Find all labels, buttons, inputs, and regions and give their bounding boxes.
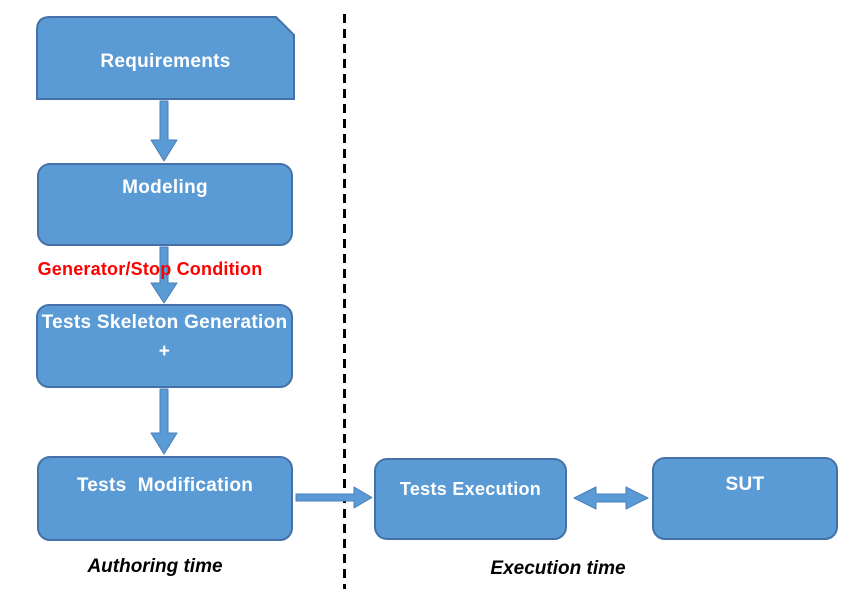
arrow-modification-to-execution — [295, 486, 373, 509]
requirements-label: Requirements — [100, 51, 231, 72]
authoring-time-label: Authoring time — [87, 556, 223, 577]
sut-label: SUT — [725, 474, 765, 495]
arrow-modeling-to-skeleton — [150, 246, 178, 304]
tests-execution-label: Tests Execution — [399, 479, 542, 499]
modeling-label: Modeling — [122, 177, 208, 198]
tests-skeleton-generation-label-line2: + — [158, 341, 171, 362]
arrow-skeleton-to-modification — [150, 388, 178, 455]
execution-time-label: Execution time — [490, 558, 626, 579]
tests-modification-label: Tests Modification — [76, 475, 254, 496]
arrow-requirements-to-modeling — [150, 100, 178, 162]
box-tests-execution: Tests Execution — [374, 458, 567, 540]
box-tests-skeleton-generation: Tests Skeleton Generation + — [36, 304, 293, 388]
snip-round-rect-shape — [36, 16, 295, 100]
box-tests-modification: Tests Modification — [37, 456, 293, 541]
generator-stop-condition-annotation: Generator/Stop Condition — [37, 259, 263, 279]
box-sut: SUT — [652, 457, 838, 540]
box-requirements: Requirements — [36, 16, 295, 100]
tests-skeleton-generation-label-line1: Tests Skeleton Generation — [41, 312, 288, 333]
box-modeling: Modeling — [37, 163, 293, 246]
arrow-execution-sut-bidirectional — [573, 486, 649, 510]
